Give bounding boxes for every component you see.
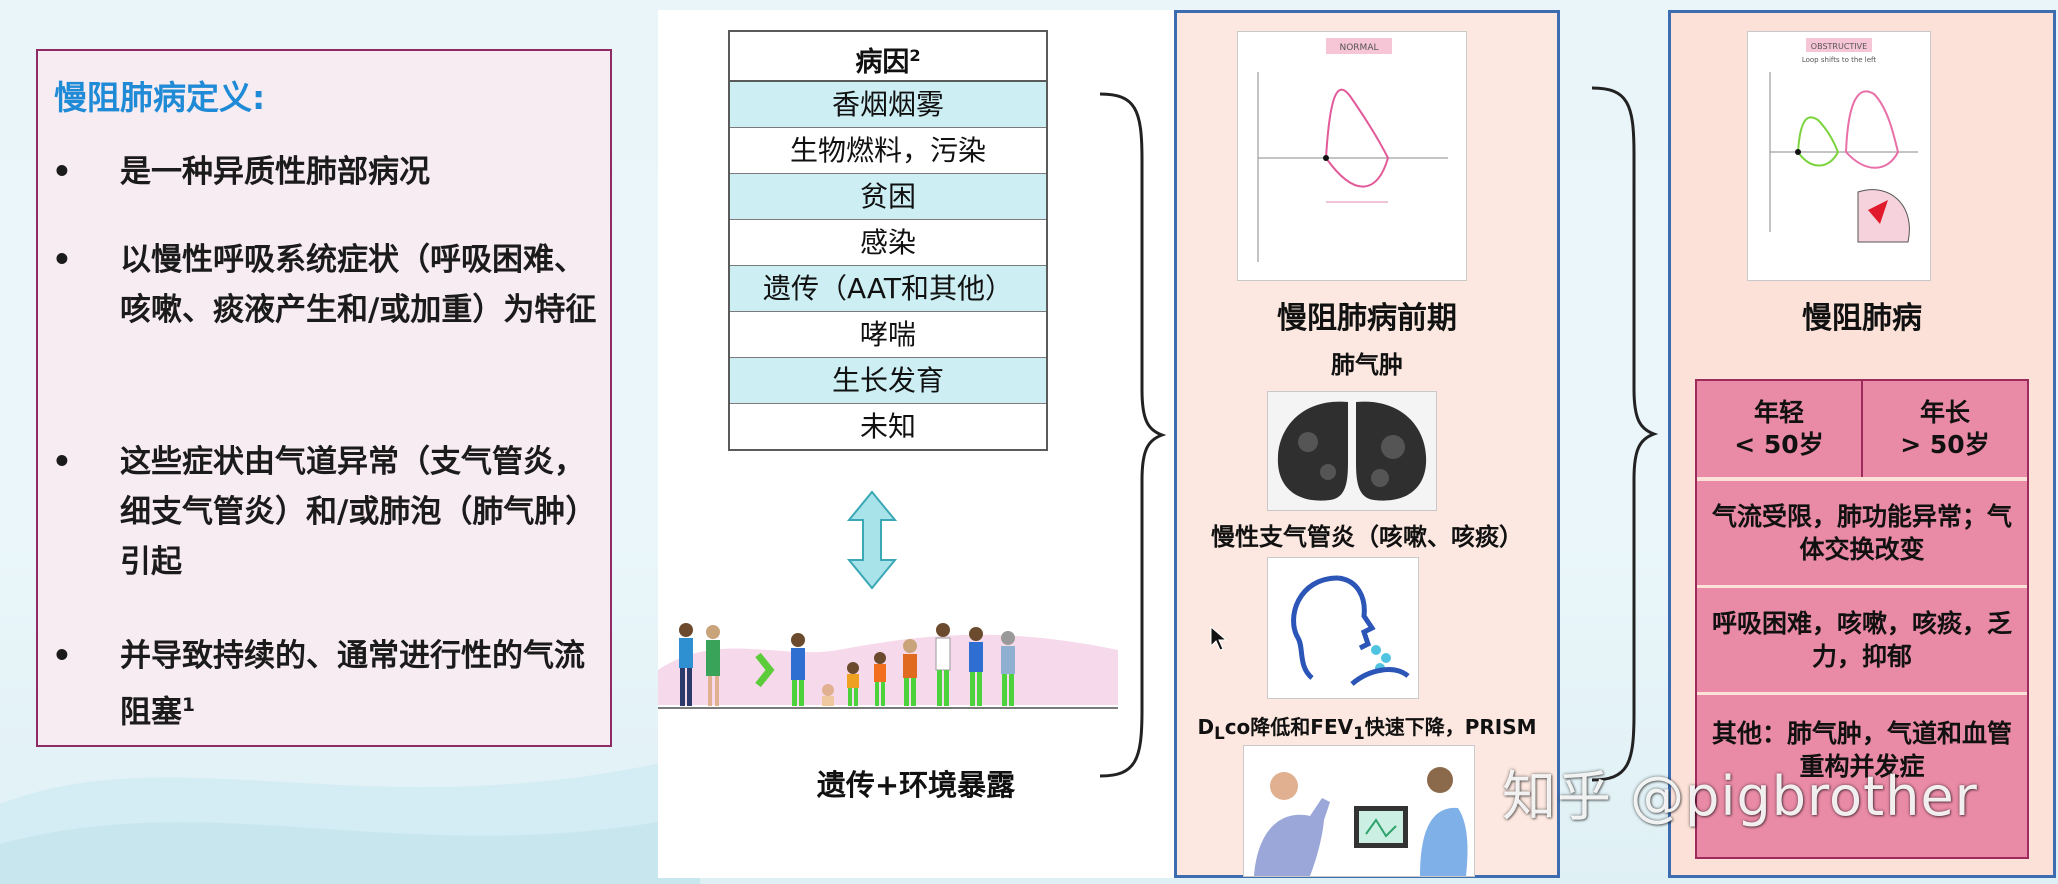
cause-row: 遗传（AAT和其他） — [730, 266, 1046, 312]
middle-caption: 遗传+环境暴露 — [816, 768, 1016, 802]
lung-ct-image — [1267, 391, 1437, 511]
cause-row: 生长发育 — [730, 358, 1046, 404]
definition-title: 慢阻肺病定义: — [54, 78, 266, 117]
bullet-dot: • — [52, 444, 72, 480]
copd-feature-row: 呼吸困难，咳嗽，咳痰，乏力，抑郁 — [1697, 588, 2027, 695]
bullet-dot: • — [52, 154, 72, 190]
causes-table: 病因2 香烟烟雾 生物燃料，污染 贫困 感染 遗传（AAT和其他） 哮喘 生长发… — [728, 30, 1048, 451]
dlco-subscript: L — [1214, 724, 1225, 743]
causes-header-text: 病因 — [855, 47, 910, 78]
bullet-text: 以慢性呼吸系统症状（呼吸困难、咳嗽、痰液产生和/或加重）为特征 — [120, 242, 597, 328]
fev1-subscript: 1 — [1353, 724, 1365, 743]
bullet-dot: • — [52, 242, 72, 278]
age-young-cell: 年轻 < 50岁 — [1697, 381, 1863, 477]
dlco-prefix: D — [1197, 715, 1215, 739]
emphysema-label: 肺气肿 — [1331, 351, 1403, 379]
causes-header: 病因2 — [730, 32, 1046, 82]
coughing-face-icon — [1267, 557, 1419, 699]
copd-title: 慢阻肺病 — [1802, 301, 1922, 336]
copd-feature-row: 气流受限，肺功能异常；气体交换改变 — [1697, 481, 2027, 588]
dlco-fev1-label: DLco降低和FEV1快速下降，PRISM — [1177, 711, 1557, 743]
mouse-cursor-icon — [1210, 626, 1228, 651]
obstructive-chart-subtitle: Loop shifts to the left — [1802, 56, 1877, 64]
bullet-text-main: 并导致持续的、通常进行性的气流阻塞 — [120, 638, 585, 731]
normal-flow-volume-chart: NORMAL — [1237, 31, 1467, 281]
double-arrow-icon — [847, 490, 897, 590]
normal-chart-tag: NORMAL — [1339, 43, 1378, 53]
watermark: 知乎 @pigbrother — [1502, 765, 1978, 828]
lineup-figures — [791, 623, 1015, 706]
pre-copd-title: 慢阻肺病前期 — [1277, 301, 1457, 336]
chevron-right-icon — [755, 652, 775, 688]
cause-row: 感染 — [730, 220, 1046, 266]
obstructive-flow-volume-chart: OBSTRUCTIVE Loop shifts to the left — [1747, 31, 1931, 281]
bullet-text: 并导致持续的、通常进行性的气流阻塞1 — [120, 631, 610, 737]
dlco-suffix: 快速下降，PRISM — [1364, 715, 1537, 739]
dlco-mid: co降低和FEV — [1224, 715, 1354, 739]
age-old-cell: 年长 > 50岁 — [1900, 398, 1990, 459]
definition-panel: 慢阻肺病定义: • 是一种异质性肺部病况 • 以慢性呼吸系统症状（呼吸困难、咳嗽… — [36, 49, 612, 747]
population-illustration — [658, 623, 1118, 709]
cause-row: 贫困 — [730, 174, 1046, 220]
obstructive-chart-tag: OBSTRUCTIVE — [1811, 42, 1867, 51]
curly-brace-icon — [1591, 86, 1658, 782]
background-waves — [0, 754, 700, 884]
cause-row: 未知 — [859, 410, 916, 443]
copd-feature-row: 其他：肺气肿，气道和血管重构并发症 — [1711, 719, 2012, 781]
footnote-ref: 1 — [182, 695, 195, 716]
bronchitis-label: 慢性支气管炎（咳嗽、咳痰） — [1211, 523, 1523, 551]
curly-brace-icon — [1099, 92, 1166, 778]
copd-age-row: 年轻 < 50岁 年长 > 50岁 — [1697, 381, 2027, 481]
cause-row: 哮喘 — [730, 312, 1046, 358]
footnote-ref: 2 — [909, 46, 921, 65]
bullet-text: 这些症状由气道异常（支气管炎，细支气管炎）和/或肺泡（肺气肿）引起 — [120, 444, 597, 580]
bullet-dot: • — [52, 638, 72, 674]
pre-copd-panel: NORMAL 慢阻肺病前期 肺气肿 慢性支气管炎（咳嗽、咳痰） DLco降低和F… — [1174, 10, 1560, 878]
spirometry-test-illustration — [1243, 745, 1475, 877]
causes-panel: 病因2 香烟烟雾 生物燃料，污染 贫困 感染 遗传（AAT和其他） 哮喘 生长发… — [658, 10, 1174, 878]
bullet-text: 是一种异质性肺部病况 — [120, 154, 430, 190]
cause-row: 生物燃料，污染 — [730, 128, 1046, 174]
copd-table: 年轻 < 50岁 年长 > 50岁 气流受限，肺功能异常；气体交换改变 呼吸困难… — [1695, 379, 2029, 859]
cause-row: 香烟烟雾 — [730, 82, 1046, 128]
couple-figures — [679, 623, 720, 706]
copd-panel: OBSTRUCTIVE Loop shifts to the left 慢阻肺病… — [1668, 10, 2056, 878]
